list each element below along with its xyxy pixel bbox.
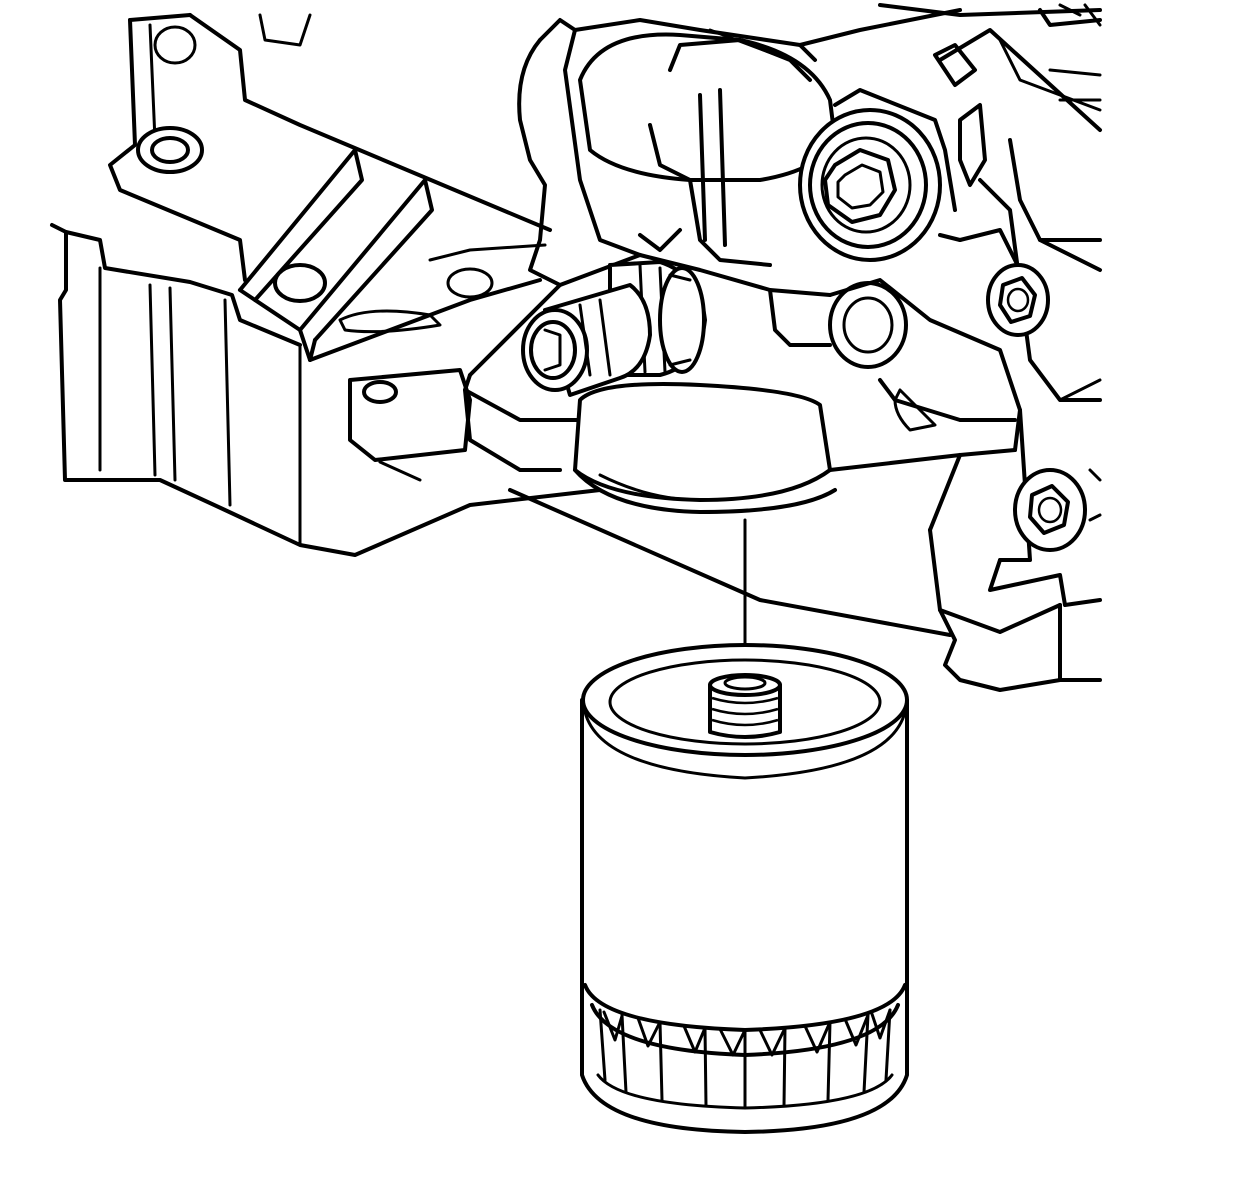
engine-block xyxy=(50,13,952,637)
oil-filter-adapter xyxy=(463,8,1022,532)
oil-pressure-sensor xyxy=(521,260,707,397)
bolt-upper-right xyxy=(986,263,1050,337)
filter-threaded-stud xyxy=(708,673,782,739)
housing-bolt xyxy=(798,108,942,262)
oil-filter xyxy=(580,643,909,1134)
engine-block-right xyxy=(878,3,1102,692)
bolt-lower-right xyxy=(1013,468,1087,552)
